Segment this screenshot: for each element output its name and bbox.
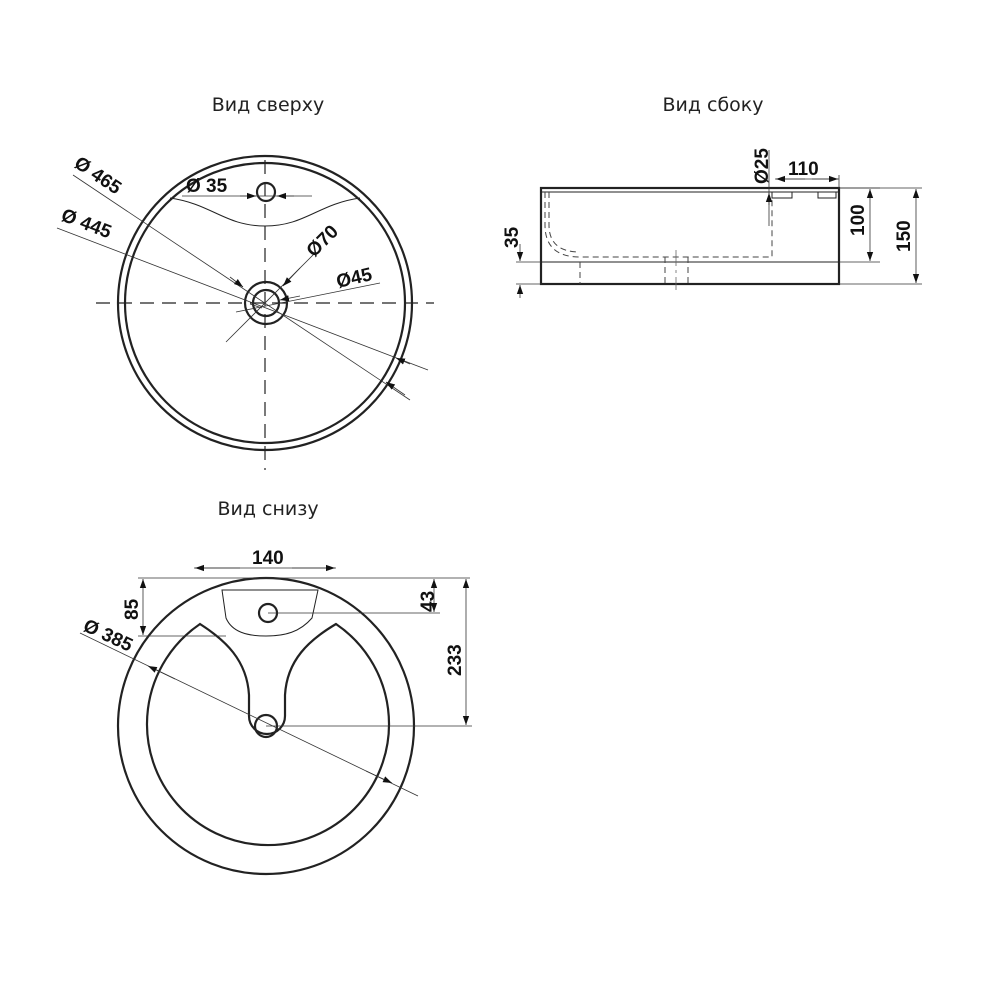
- dim-text-140: 140: [252, 548, 284, 569]
- dim-line-45: [235, 282, 381, 313]
- dim-text-70: Ø70: [303, 221, 343, 261]
- dim-text-110: 110: [788, 159, 819, 180]
- dim-line-385: [79, 632, 419, 797]
- top-tap-hole: [255, 181, 277, 203]
- top-drain-outer: [243, 280, 289, 326]
- dim-text-35: Ø 35: [186, 176, 228, 197]
- dim-line-465: [72, 174, 411, 401]
- dim-text-25: Ø25: [752, 148, 773, 184]
- side-view: Вид сбоку Ø25 110 100: [502, 94, 922, 298]
- dim-line-70: [225, 251, 317, 343]
- side-body-outline: [539, 186, 841, 286]
- bottom-tap-recess: [221, 589, 319, 637]
- top-view: Вид сверху Ø 465 Ø 445 Ø 35 Ø70: [56, 94, 434, 470]
- dim-text-465: Ø 465: [70, 153, 125, 200]
- dim-text-233: 233: [445, 644, 466, 676]
- dim-text-35-side: 35: [502, 226, 523, 248]
- dim-text-385: Ø 385: [80, 615, 136, 656]
- bottom-base-ring: [145, 622, 391, 847]
- bottom-view: Вид снизу 140 85 43 233: [79, 498, 472, 876]
- dim-text-445: Ø 445: [58, 205, 114, 243]
- dim-line-445: [56, 227, 429, 371]
- side-overflow: [771, 191, 793, 199]
- dim-text-45: Ø45: [334, 264, 374, 293]
- dim-text-85: 85: [122, 598, 143, 620]
- bottom-view-title: Вид снизу: [217, 498, 318, 520]
- top-view-title: Вид сверху: [212, 94, 324, 116]
- side-view-title: Вид сбоку: [662, 94, 763, 116]
- dim-text-43: 43: [418, 591, 439, 612]
- dim-text-100: 100: [848, 204, 869, 236]
- dim-text-150: 150: [894, 220, 915, 252]
- side-hidden-bowl: [544, 192, 773, 258]
